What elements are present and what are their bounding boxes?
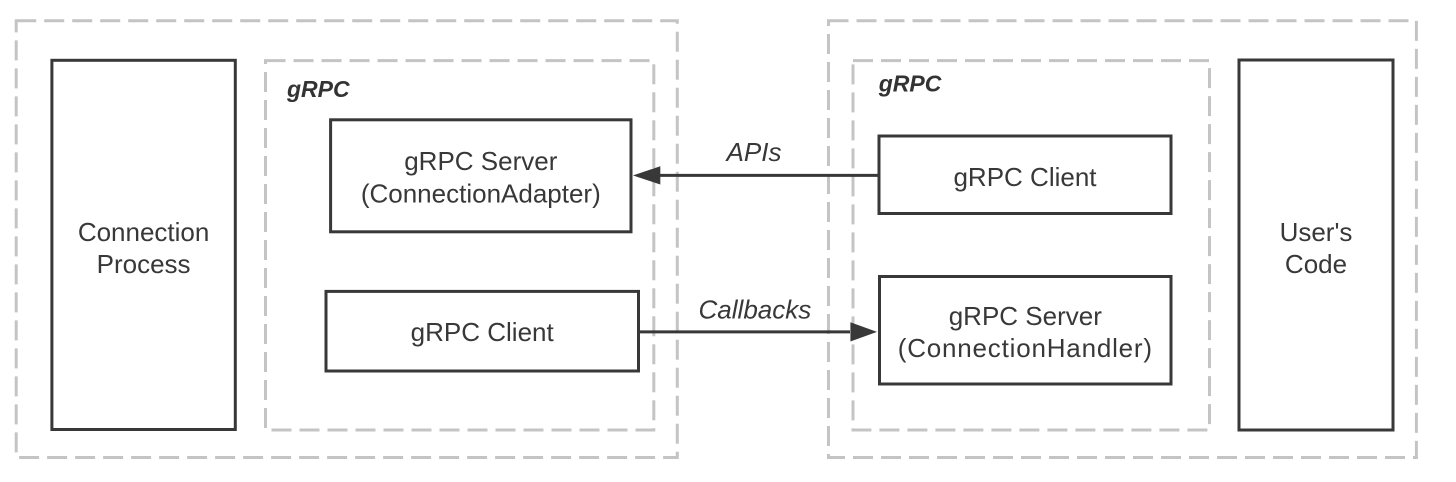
svg-text:(ConnectionAdapter): (ConnectionAdapter) (361, 178, 601, 208)
svg-text:gRPC Client: gRPC Client (953, 162, 1097, 192)
svg-text:gRPC: gRPC (286, 76, 350, 102)
svg-text:gRPC Server: gRPC Server (404, 146, 557, 176)
svg-text:Process: Process (97, 249, 191, 279)
svg-text:gRPC Server: gRPC Server (949, 301, 1102, 331)
svg-text:gRPC: gRPC (878, 71, 942, 97)
svg-text:Code: Code (1285, 249, 1347, 279)
svg-text:(ConnectionHandler): (ConnectionHandler) (898, 333, 1153, 363)
svg-text:APIs: APIs (725, 137, 782, 167)
svg-text:User's: User's (1280, 217, 1353, 247)
svg-text:gRPC Client: gRPC Client (411, 317, 555, 347)
svg-text:Callbacks: Callbacks (699, 295, 812, 325)
svg-text:Connection: Connection (78, 217, 210, 247)
